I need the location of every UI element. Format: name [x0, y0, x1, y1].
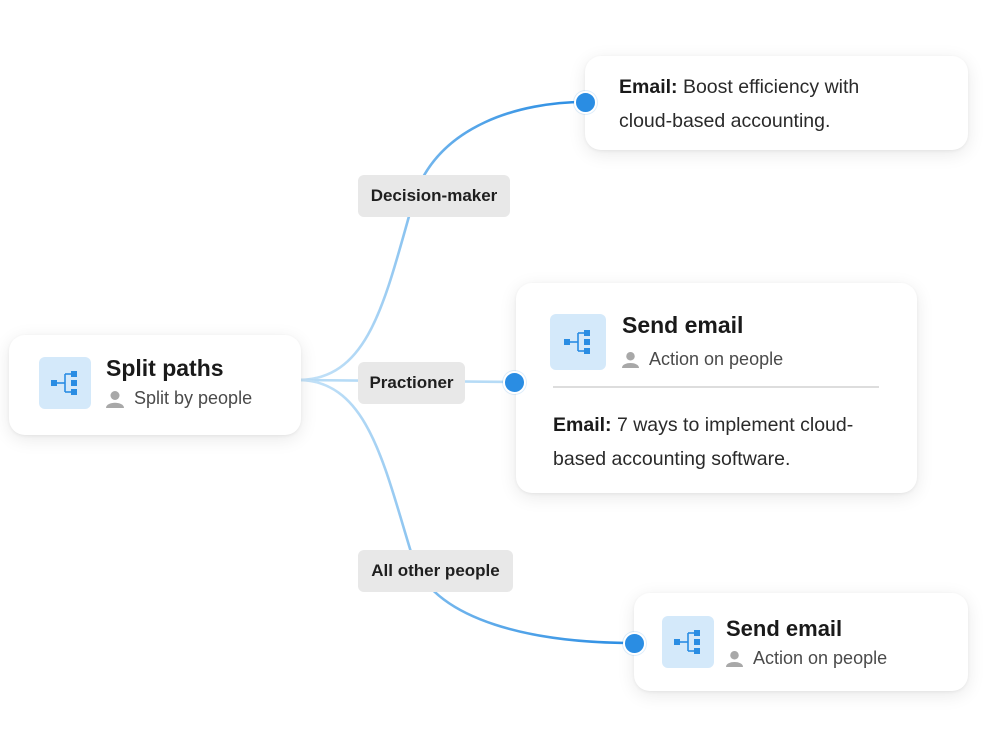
split-paths-icon — [550, 314, 606, 370]
split-paths-node[interactable]: Split paths Split by people — [9, 335, 301, 435]
card-divider — [553, 386, 879, 388]
email-card-top-text: Email: Boost efficiency with cloud-based… — [619, 70, 859, 138]
connection-dot-top[interactable] — [574, 91, 597, 114]
person-icon — [726, 650, 743, 667]
split-paths-subtitle-text: Split by people — [134, 388, 253, 408]
email-subject-line2: cloud-based accounting. — [619, 110, 831, 132]
split-paths-title: Split paths — [106, 355, 224, 381]
branch-label-decision-maker[interactable]: Decision-maker — [358, 175, 510, 217]
email-subject-line1: Boost efficiency with — [682, 76, 860, 98]
branch-label-practioner[interactable]: Practioner — [358, 362, 465, 404]
email-label: Email: — [619, 76, 678, 98]
email-subject-line2: based accounting software. — [553, 448, 791, 470]
send-email-title: Send email — [622, 312, 744, 338]
email-card-top[interactable]: Email: Boost efficiency with cloud-based… — [585, 56, 968, 150]
email-subject-line1: 7 ways to implement cloud- — [616, 414, 854, 436]
split-paths-icon — [39, 357, 91, 409]
send-email-subtitle-text: Action on people — [753, 648, 888, 668]
split-paths-icon — [662, 616, 714, 668]
send-email-title: Send email — [726, 616, 843, 641]
send-email-subtitle: Action on people — [622, 349, 783, 370]
email-label: Email: — [553, 414, 612, 436]
send-email-body-text: Email: 7 ways to implement cloud- based … — [553, 408, 853, 476]
person-icon — [622, 351, 639, 368]
send-email-subtitle-text: Action on people — [649, 349, 784, 369]
send-email-card-middle[interactable]: Send email Action on people Email: 7 way… — [516, 283, 917, 493]
connection-dot-bottom[interactable] — [623, 632, 646, 655]
send-email-card-bottom[interactable]: Send email Action on people — [634, 593, 968, 691]
split-paths-subtitle: Split by people — [106, 388, 252, 409]
branch-label-all-other-people[interactable]: All other people — [358, 550, 513, 592]
connection-dot-middle[interactable] — [503, 371, 526, 394]
send-email-subtitle: Action on people — [726, 648, 887, 669]
person-icon — [106, 390, 124, 408]
